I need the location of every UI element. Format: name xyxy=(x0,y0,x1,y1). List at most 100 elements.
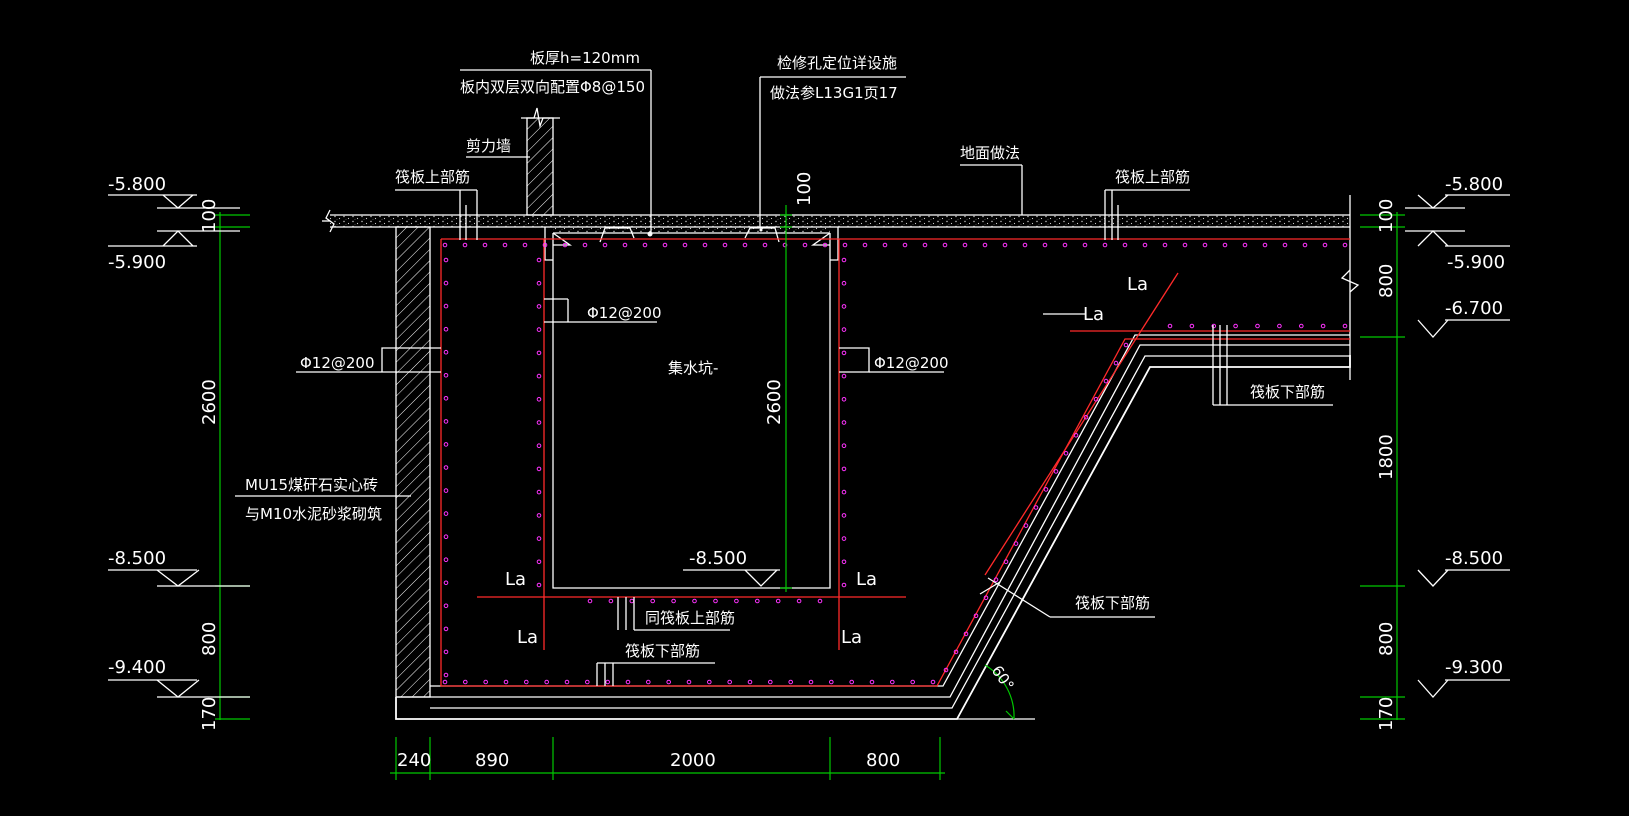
rebar-dot xyxy=(953,649,959,655)
rebar-dot xyxy=(1262,242,1268,248)
rebar-dot xyxy=(802,242,808,248)
rebar-dot xyxy=(536,280,542,286)
label-raft-bottom-center: 筏板下部筋 xyxy=(625,642,700,660)
rebar-dot xyxy=(982,242,988,248)
rebar-dot xyxy=(536,513,542,518)
rebar-dot xyxy=(443,649,449,655)
rebar-dot xyxy=(443,672,449,678)
rebar-dot xyxy=(841,280,847,286)
dim-left-2: 2600 xyxy=(199,379,220,425)
rebar-dot xyxy=(762,242,768,248)
rebar-dot xyxy=(841,513,847,518)
inner-pit xyxy=(544,227,839,589)
raft-outline xyxy=(395,195,1351,720)
label-rebar-left-wall: Φ12@200 xyxy=(300,354,375,372)
dim-right-3: 1800 xyxy=(1376,434,1397,480)
dim-bottom-2: 890 xyxy=(475,750,509,771)
label-la-bl-up: La xyxy=(505,569,526,590)
label-la-slope-top: La xyxy=(1127,274,1148,295)
label-shear-wall: 剪力墙 xyxy=(466,137,511,155)
rebar-dot xyxy=(796,598,802,604)
rebar-dot xyxy=(973,613,979,619)
rebar-dot xyxy=(862,242,868,248)
rebar-dot xyxy=(1142,242,1148,248)
rebar-dot xyxy=(666,679,672,685)
rebar-dot xyxy=(882,242,888,248)
rebar-dot xyxy=(841,420,847,425)
rebar-dot xyxy=(1043,487,1049,492)
rebar-dot xyxy=(605,679,611,685)
rebar-dot xyxy=(622,242,628,248)
dim-bottom-4: 800 xyxy=(866,750,900,771)
label-la-br-up: La xyxy=(856,569,877,590)
rebar-dot xyxy=(536,327,542,332)
elevation-right-1: -5.800 xyxy=(1445,174,1503,195)
rebar-dot xyxy=(1322,242,1328,248)
rebar-dot xyxy=(443,534,449,540)
rebar-dot xyxy=(522,242,528,248)
rebar-dot xyxy=(562,242,568,248)
rebar-dot xyxy=(443,257,449,263)
rebar-dot xyxy=(942,242,948,248)
rebar-dot xyxy=(542,242,548,248)
dimension-lines xyxy=(215,205,1405,780)
rebar-dot xyxy=(1003,559,1009,565)
rebar-dot xyxy=(1023,523,1029,528)
rebar-dot xyxy=(841,257,847,263)
floor-slab xyxy=(322,209,1350,233)
rebar-dot xyxy=(1342,242,1348,248)
rebar-dot xyxy=(841,489,847,495)
label-access-hole-2: 做法参L13G1页17 xyxy=(770,84,898,102)
rebar-dot xyxy=(1073,433,1079,438)
rebar-dot xyxy=(650,598,656,604)
rebar-dot xyxy=(1063,451,1069,456)
rebar-dot xyxy=(692,598,697,604)
rebar-dot xyxy=(536,420,542,425)
rebar-dot xyxy=(1082,242,1088,248)
rebar-dot xyxy=(1093,396,1099,402)
rebar-dot xyxy=(536,350,542,356)
rebar-dot xyxy=(462,242,468,248)
rebar-dot xyxy=(902,242,908,248)
rebar-dot xyxy=(1033,505,1039,510)
rebar-dot xyxy=(817,598,823,604)
rebar-dot xyxy=(1211,323,1217,329)
rebar-dot xyxy=(829,679,834,685)
rebar-dot xyxy=(536,489,542,495)
rebar-dot xyxy=(1299,323,1304,329)
rebar-dot xyxy=(443,465,449,470)
rebar-dot xyxy=(1083,414,1089,420)
rebar-lines xyxy=(440,238,1350,687)
label-pit-name: 集水坑- xyxy=(668,359,718,377)
rebar-dot xyxy=(1282,242,1288,248)
rebar-dot xyxy=(443,349,449,355)
label-la-bl-down: La xyxy=(517,627,538,648)
rebar-dot xyxy=(782,242,788,248)
rebar-dot xyxy=(983,595,989,601)
rebar-dot xyxy=(1123,342,1129,348)
rebar-dot xyxy=(713,598,718,604)
elevation-left-2: -5.900 xyxy=(108,252,166,273)
rebar-dot xyxy=(747,679,753,685)
label-raft-bottom-slope: 筏板下部筋 xyxy=(1075,594,1150,612)
dim-right-1: 100 xyxy=(1376,199,1397,233)
dim-right-4: 800 xyxy=(1376,622,1397,656)
label-rebar-inner-top: Φ12@200 xyxy=(587,304,662,322)
rebar-dot xyxy=(1233,323,1238,329)
rebar-dot xyxy=(443,626,449,632)
rebar-dot xyxy=(536,257,542,263)
rebar-dot xyxy=(1302,242,1308,248)
rebar-dot xyxy=(536,559,542,565)
rebar-dot xyxy=(841,327,847,332)
dim-left-3: 800 xyxy=(199,622,220,656)
rebar-dot xyxy=(463,679,468,685)
rebar-dot xyxy=(841,443,847,449)
label-brick-2: 与M10水泥砂浆砌筑 xyxy=(245,505,382,523)
rebar-dot xyxy=(625,679,631,685)
elevation-markers xyxy=(108,194,1510,698)
label-brick-1: MU15煤矸石实心砖 xyxy=(245,476,378,494)
dim-center-1: 100 xyxy=(794,172,815,206)
rebar-dot xyxy=(742,242,748,248)
rebar-dot xyxy=(841,582,847,588)
